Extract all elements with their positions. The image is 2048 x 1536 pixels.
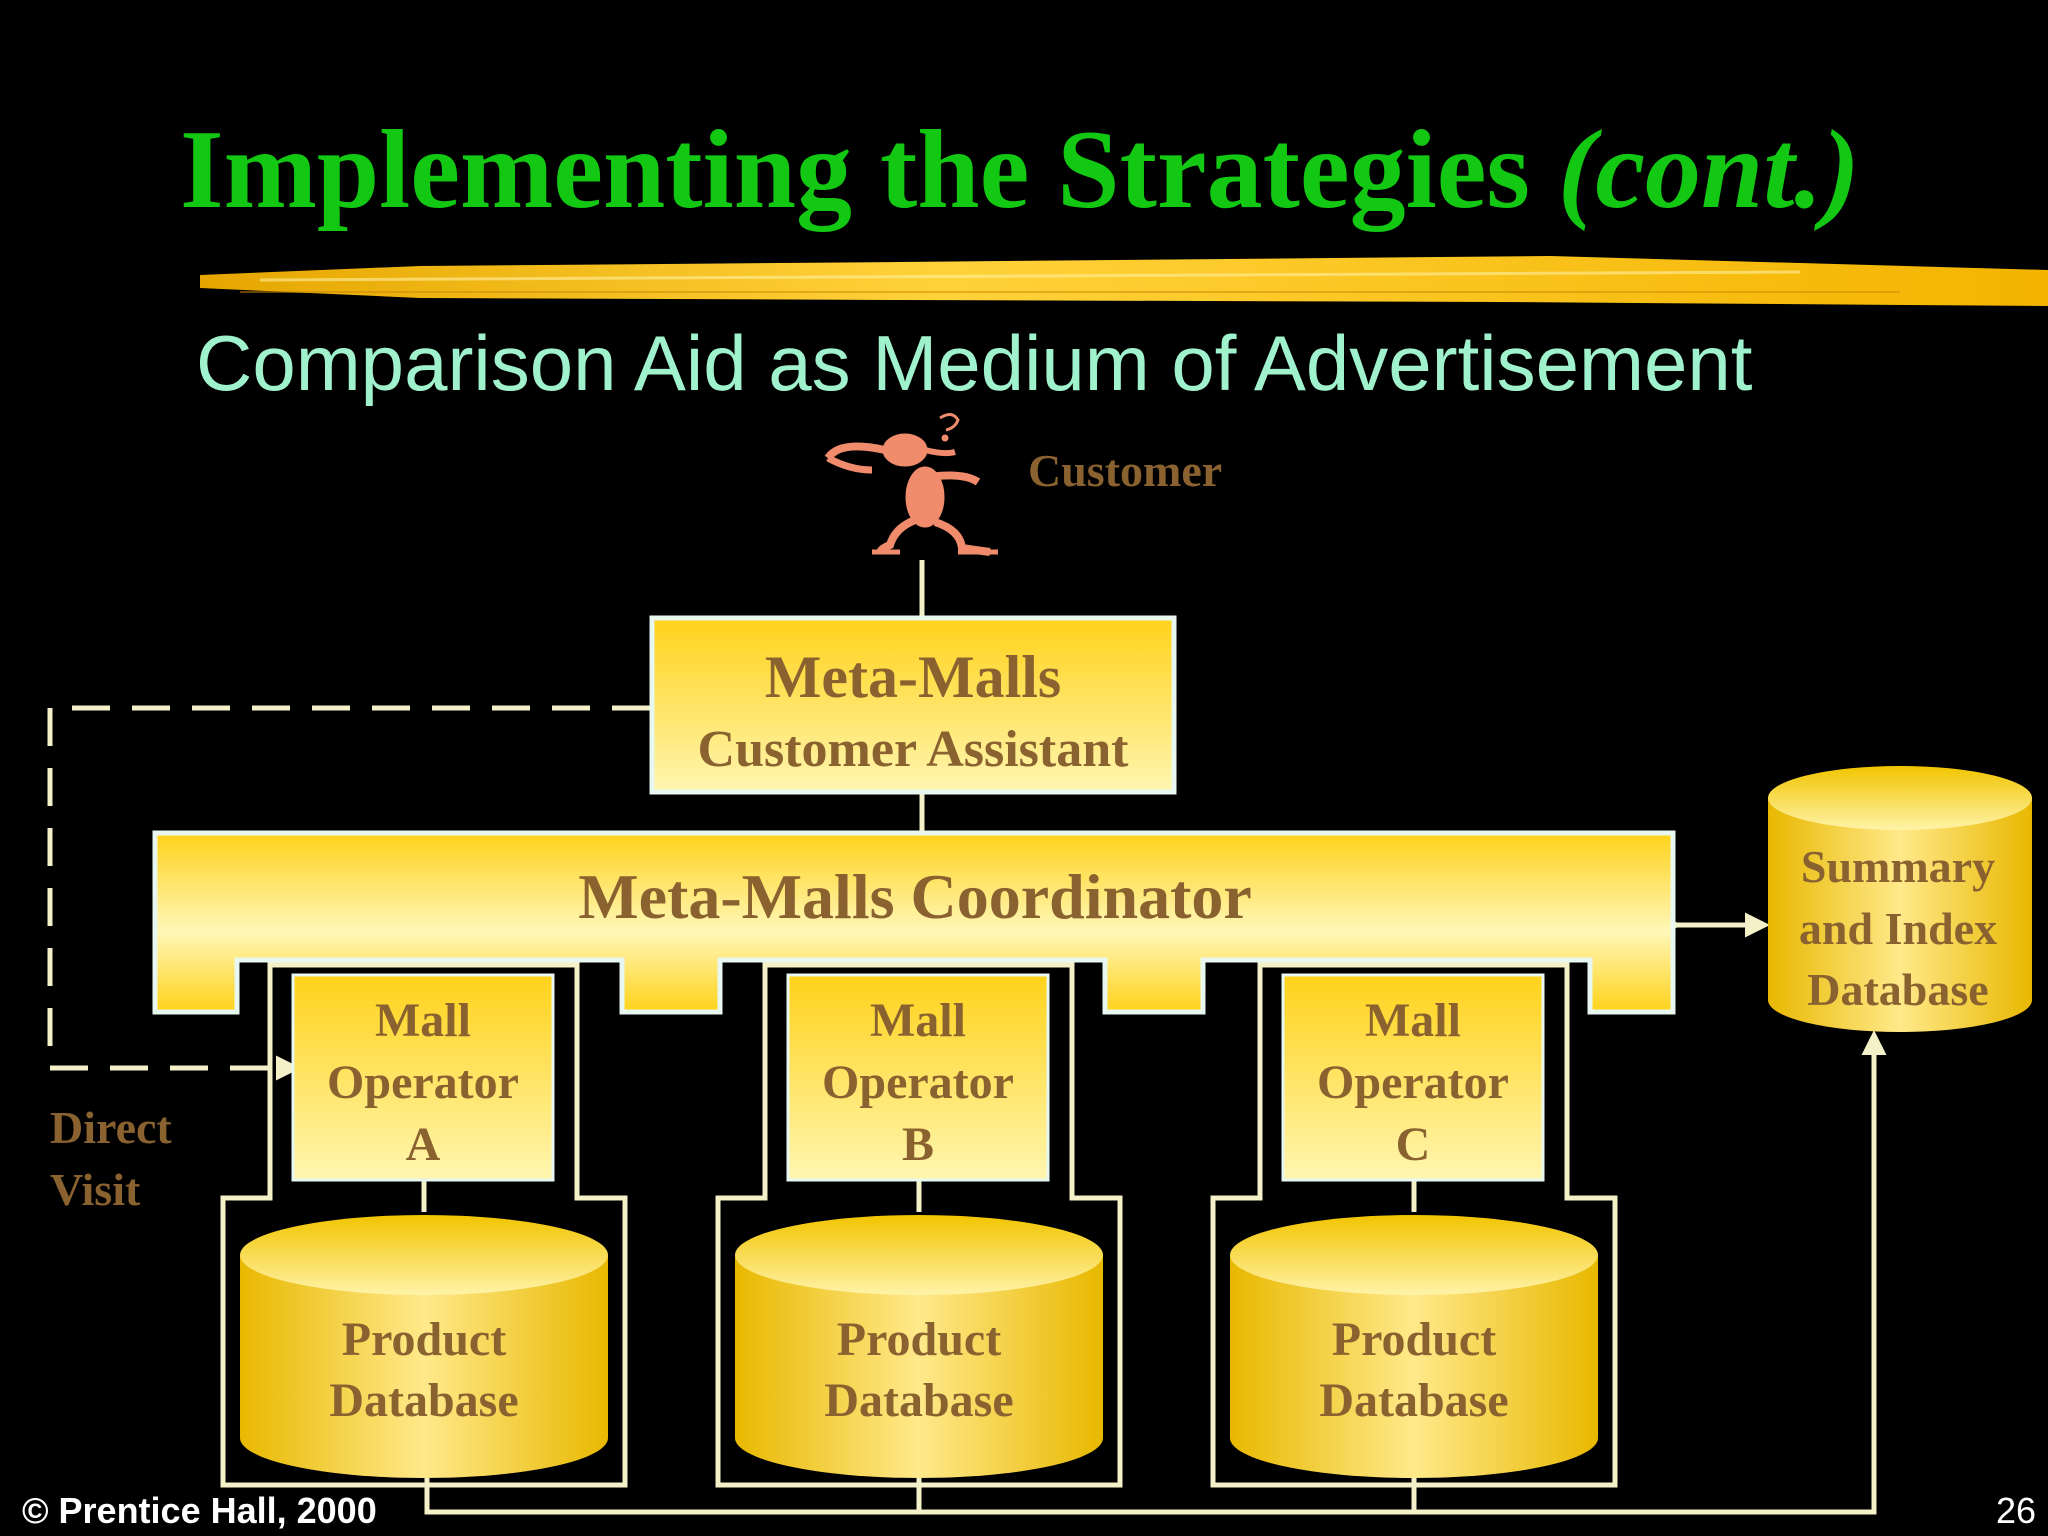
direct-visit-line1: Direct [50, 1102, 172, 1153]
direct-visit-line2: Visit [50, 1164, 141, 1215]
product-db-a-line1: Product [342, 1313, 506, 1366]
operator-group-outlines [220, 962, 1618, 1488]
customer-label: Customer [1028, 445, 1222, 496]
customer-assistant-box: Meta-Malls Customer Assistant [649, 615, 1177, 795]
summary-db-line2: and Index [1799, 903, 1997, 954]
mall-operator-b: Mall Operator B [786, 973, 1050, 1182]
product-db-b-line2: Database [824, 1374, 1013, 1427]
slide-subtitle: Comparison Aid as Medium of Advertisemen… [196, 319, 1753, 407]
title-underline-stroke [200, 256, 2048, 306]
operator-a-line3: A [406, 1118, 441, 1171]
product-db-b-line1: Product [837, 1313, 1001, 1366]
confused-customer-figure-icon [824, 413, 998, 556]
product-db-c-line2: Database [1319, 1374, 1508, 1427]
operator-a-line1: Mall [375, 994, 471, 1047]
operator-b-line3: B [902, 1118, 934, 1171]
connector-lines [421, 560, 1887, 1515]
page-number: 26 [1996, 1490, 2037, 1531]
product-db-c-line1: Product [1332, 1313, 1496, 1366]
mall-operator-c: Mall Operator C [1281, 973, 1545, 1182]
slide-title: Implementing the Strategies(cont.) [180, 105, 1880, 235]
operator-a-line2: Operator [327, 1056, 519, 1109]
product-database-c: Product Database [1230, 1215, 1598, 1478]
operator-b-line1: Mall [870, 994, 966, 1047]
operator-c-line3: C [1396, 1118, 1431, 1171]
operator-c-line2: Operator [1317, 1056, 1509, 1109]
product-database-a: Product Database [240, 1215, 608, 1478]
coordinator-bar: Meta-Malls Coordinator [152, 830, 1676, 1015]
copyright: © Prentice Hall, 2000 [22, 1490, 377, 1531]
product-db-a-line2: Database [329, 1374, 518, 1427]
assistant-line1: Meta-Malls [765, 644, 1062, 710]
summary-db-line3: Database [1807, 964, 1988, 1015]
title-cont: (cont.) [1558, 108, 1860, 232]
summary-feed-line [424, 1030, 1887, 1515]
operator-c-line1: Mall [1365, 994, 1461, 1047]
summary-index-database: Summary and Index Database [1768, 766, 2032, 1032]
mall-operator-a: Mall Operator A [291, 973, 555, 1182]
title-main: Implementing the Strategies [180, 108, 1531, 232]
product-database-b: Product Database [735, 1215, 1103, 1478]
summary-db-line1: Summary [1801, 841, 1995, 892]
assistant-line2: Customer Assistant [698, 721, 1130, 778]
coordinator-label: Meta-Malls Coordinator [578, 861, 1252, 932]
direct-visit-dashed-arrow [47, 705, 650, 1081]
operator-b-line2: Operator [822, 1056, 1014, 1109]
